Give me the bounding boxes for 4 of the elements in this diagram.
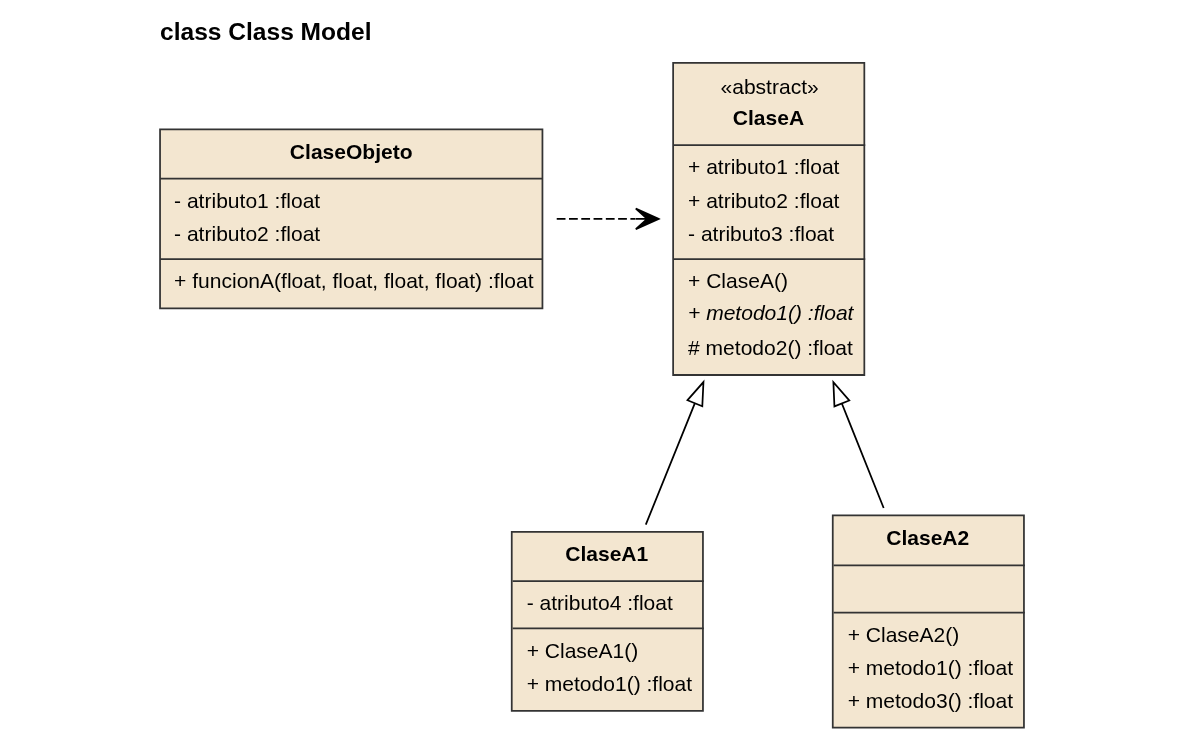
diagram-title: class Class Model [159, 18, 372, 46]
arrow [644, 379, 704, 526]
arrow [555, 207, 659, 231]
arrow [831, 379, 885, 509]
